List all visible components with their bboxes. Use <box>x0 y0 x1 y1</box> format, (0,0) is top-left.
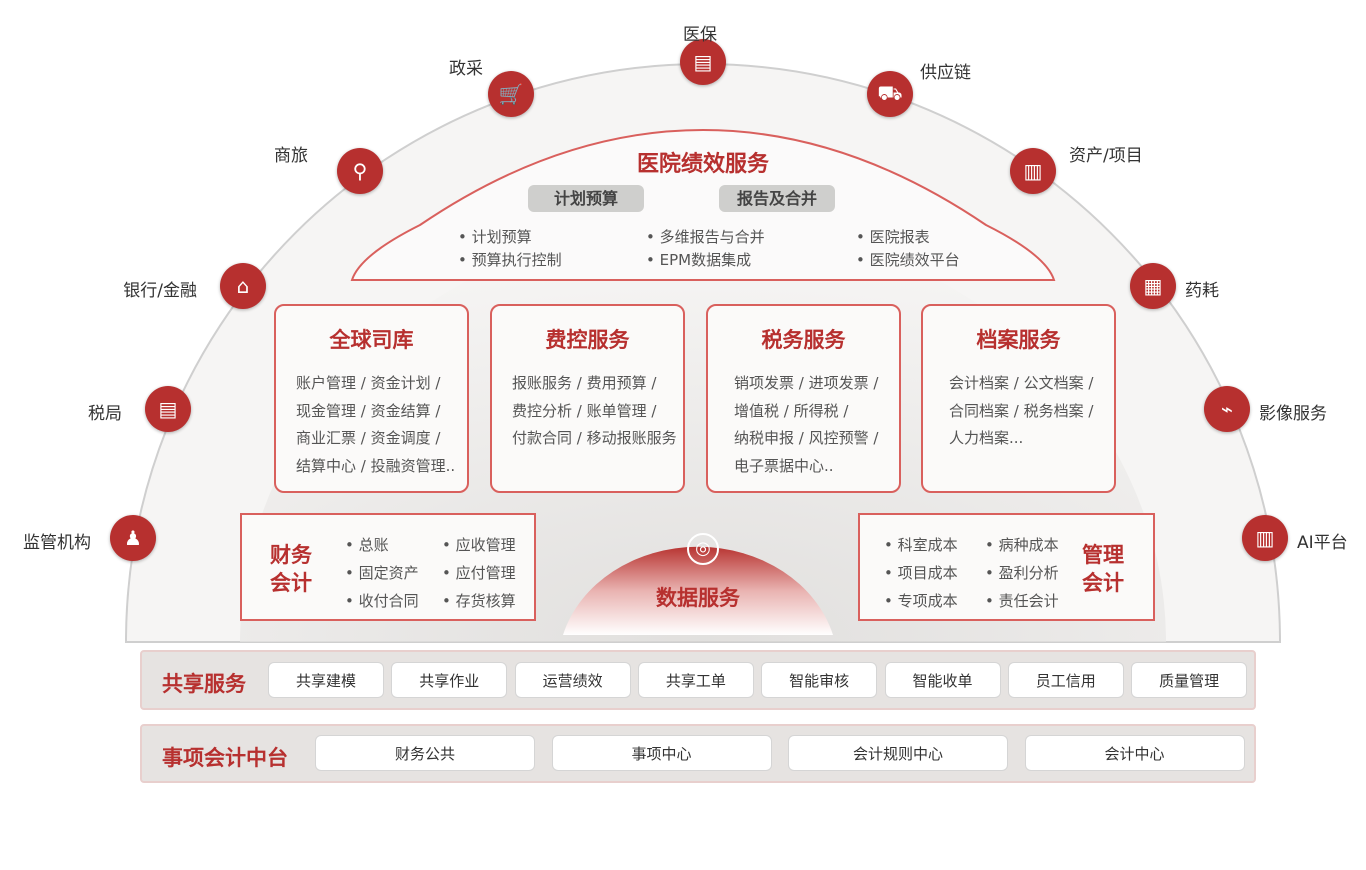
card-line: 现金管理 / 资金结算 / <box>296 401 441 420</box>
outer-node-label: 资产/项目 <box>1069 146 1143 166</box>
card-line: 账户管理 / 资金计划 / <box>296 374 441 392</box>
data-service-title: 数据服务 <box>656 586 740 610</box>
middle-item-button[interactable]: 会计规则中心 <box>788 735 1008 771</box>
shared-item-button[interactable]: 质量管理 <box>1131 662 1248 698</box>
shared-title: 共享服务 <box>162 672 246 696</box>
card-title: 税务服务 <box>761 328 846 352</box>
outer-node-label: AI平台 <box>1297 533 1348 553</box>
event-accounting-band: 事项会计中台 财务公共事项中心会计规则中心会计中心 <box>140 724 1256 783</box>
shared-item-button[interactable]: 智能收单 <box>884 662 1001 698</box>
outer-node-label: 药耗 <box>1185 281 1219 301</box>
management-col1: • 科室成本• 项目成本• 专项成本 <box>884 536 958 610</box>
service-card: 税务服务销项发票 / 进项发票 / 增值税 / 所得税 / 纳税申报 / 风控预警 … <box>706 304 901 493</box>
card-line: 增值税 / 所得税 / <box>734 401 849 420</box>
bullet: • 医院绩效平台 <box>856 251 960 269</box>
bullet: • 预算执行控制 <box>458 251 562 269</box>
finance-col2: • 应收管理• 应付管理• 存货核算 <box>442 536 516 610</box>
globe-icon: ◎ <box>687 533 719 565</box>
card-line: 付款合同 / 移动报账服务 <box>512 429 677 447</box>
middle-item-button[interactable]: 事项中心 <box>551 735 772 771</box>
pill-plan-budget: 计划预算 <box>528 185 644 212</box>
outer-node-label: 政采 <box>449 59 483 79</box>
card-line: 会计档案 / 公文档案 / <box>949 374 1094 392</box>
regulator-icon: ♟ <box>110 515 156 561</box>
ai-platform-icon: ▥ <box>1242 515 1288 561</box>
hospital-col2: • 多维报告与合并 • EPM数据集成 <box>646 226 765 272</box>
pill-report-merge: 报告及合并 <box>719 185 835 212</box>
card-line: 电子票据中心.. <box>734 456 834 475</box>
service-card: 费控服务报账服务 / 费用预算 / 费控分析 / 账单管理 / 付款合同 / 移动报… <box>490 304 685 493</box>
hospital-title: 医院绩效服务 <box>636 152 769 177</box>
middle-item-button[interactable]: 会计中心 <box>1024 735 1245 771</box>
card-title: 费控服务 <box>545 328 630 352</box>
card-line: 报账服务 / 费用预算 / <box>512 374 657 392</box>
shared-item-button[interactable]: 共享作业 <box>391 662 508 698</box>
bullet: • EPM数据集成 <box>646 251 752 269</box>
medical-insurance-icon: ▤ <box>680 39 726 85</box>
outer-node-label: 医保 <box>683 25 717 45</box>
card-line: 合同档案 / 税务档案 / <box>949 401 1094 420</box>
card-line: 人力档案... <box>949 429 1024 447</box>
shared-item-button[interactable]: 共享工单 <box>637 662 754 698</box>
management-accounting-box: • 科室成本• 项目成本• 专项成本 • 病种成本• 盈利分析• 责任会计 管理… <box>858 513 1155 621</box>
middle-item-button[interactable]: 财务公共 <box>315 735 535 771</box>
medicine-icon: ▦ <box>1130 263 1176 309</box>
shared-services-band: 共享服务 共享建模共享作业运营绩效共享工单智能审核智能收单员工信用质量管理 <box>140 650 1256 710</box>
shared-item-button[interactable]: 共享建模 <box>268 662 384 698</box>
travel-icon: ⚲ <box>337 148 383 194</box>
card-line: 商业汇票 / 资金调度 / <box>296 429 441 447</box>
middle-title: 事项会计中台 <box>162 746 288 770</box>
management-col2: • 病种成本• 盈利分析• 责任会计 <box>985 536 1059 610</box>
outer-node-label: 监管机构 <box>23 533 91 553</box>
shared-item-button[interactable]: 员工信用 <box>1007 662 1124 698</box>
bank-icon: ⌂ <box>220 263 266 309</box>
outer-node-label: 供应链 <box>920 63 971 83</box>
card-line: 结算中心 / 投融资管理.. <box>296 456 456 475</box>
hospital-col3: • 医院报表 • 医院绩效平台 <box>856 226 960 272</box>
image-service-icon: ⌁ <box>1204 386 1250 432</box>
supply-chain-icon: ⛟ <box>867 71 913 117</box>
service-card: 档案服务会计档案 / 公文档案 / 合同档案 / 税务档案 / 人力档案... <box>921 304 1116 493</box>
outer-node-label: 商旅 <box>274 146 308 166</box>
bullet: • 多维报告与合并 <box>646 228 765 246</box>
management-title: 管理会计 <box>1082 543 1124 595</box>
bullet: • 计划预算 <box>458 228 532 246</box>
asset-icon: ▥ <box>1010 148 1056 194</box>
finance-accounting-box: 财务会计 • 总账• 固定资产• 收付合同 • 应收管理• 应付管理• 存货核算 <box>240 513 536 621</box>
hospital-col1: • 计划预算 • 预算执行控制 <box>458 226 562 272</box>
outer-node-label: 影像服务 <box>1259 404 1327 424</box>
card-title: 档案服务 <box>976 328 1061 352</box>
service-card: 全球司库账户管理 / 资金计划 / 现金管理 / 资金结算 / 商业汇票 / 资金调… <box>274 304 469 493</box>
outer-node-label: 银行/金融 <box>123 281 197 301</box>
shopping-cart-icon: 🛒 <box>488 71 534 117</box>
card-title: 全球司库 <box>329 328 414 352</box>
finance-col1: • 总账• 固定资产• 收付合同 <box>345 536 419 610</box>
shared-item-button[interactable]: 运营绩效 <box>514 662 631 698</box>
card-line: 纳税申报 / 风控预警 / <box>734 429 879 447</box>
finance-title: 财务会计 <box>270 543 312 595</box>
shared-item-button[interactable]: 智能审核 <box>761 662 878 698</box>
card-line: 销项发票 / 进项发票 / <box>734 374 879 392</box>
outer-node-label: 税局 <box>88 404 122 424</box>
card-line: 费控分析 / 账单管理 / <box>512 401 657 420</box>
tax-bureau-icon: ▤ <box>145 386 191 432</box>
bullet: • 医院报表 <box>856 228 930 246</box>
